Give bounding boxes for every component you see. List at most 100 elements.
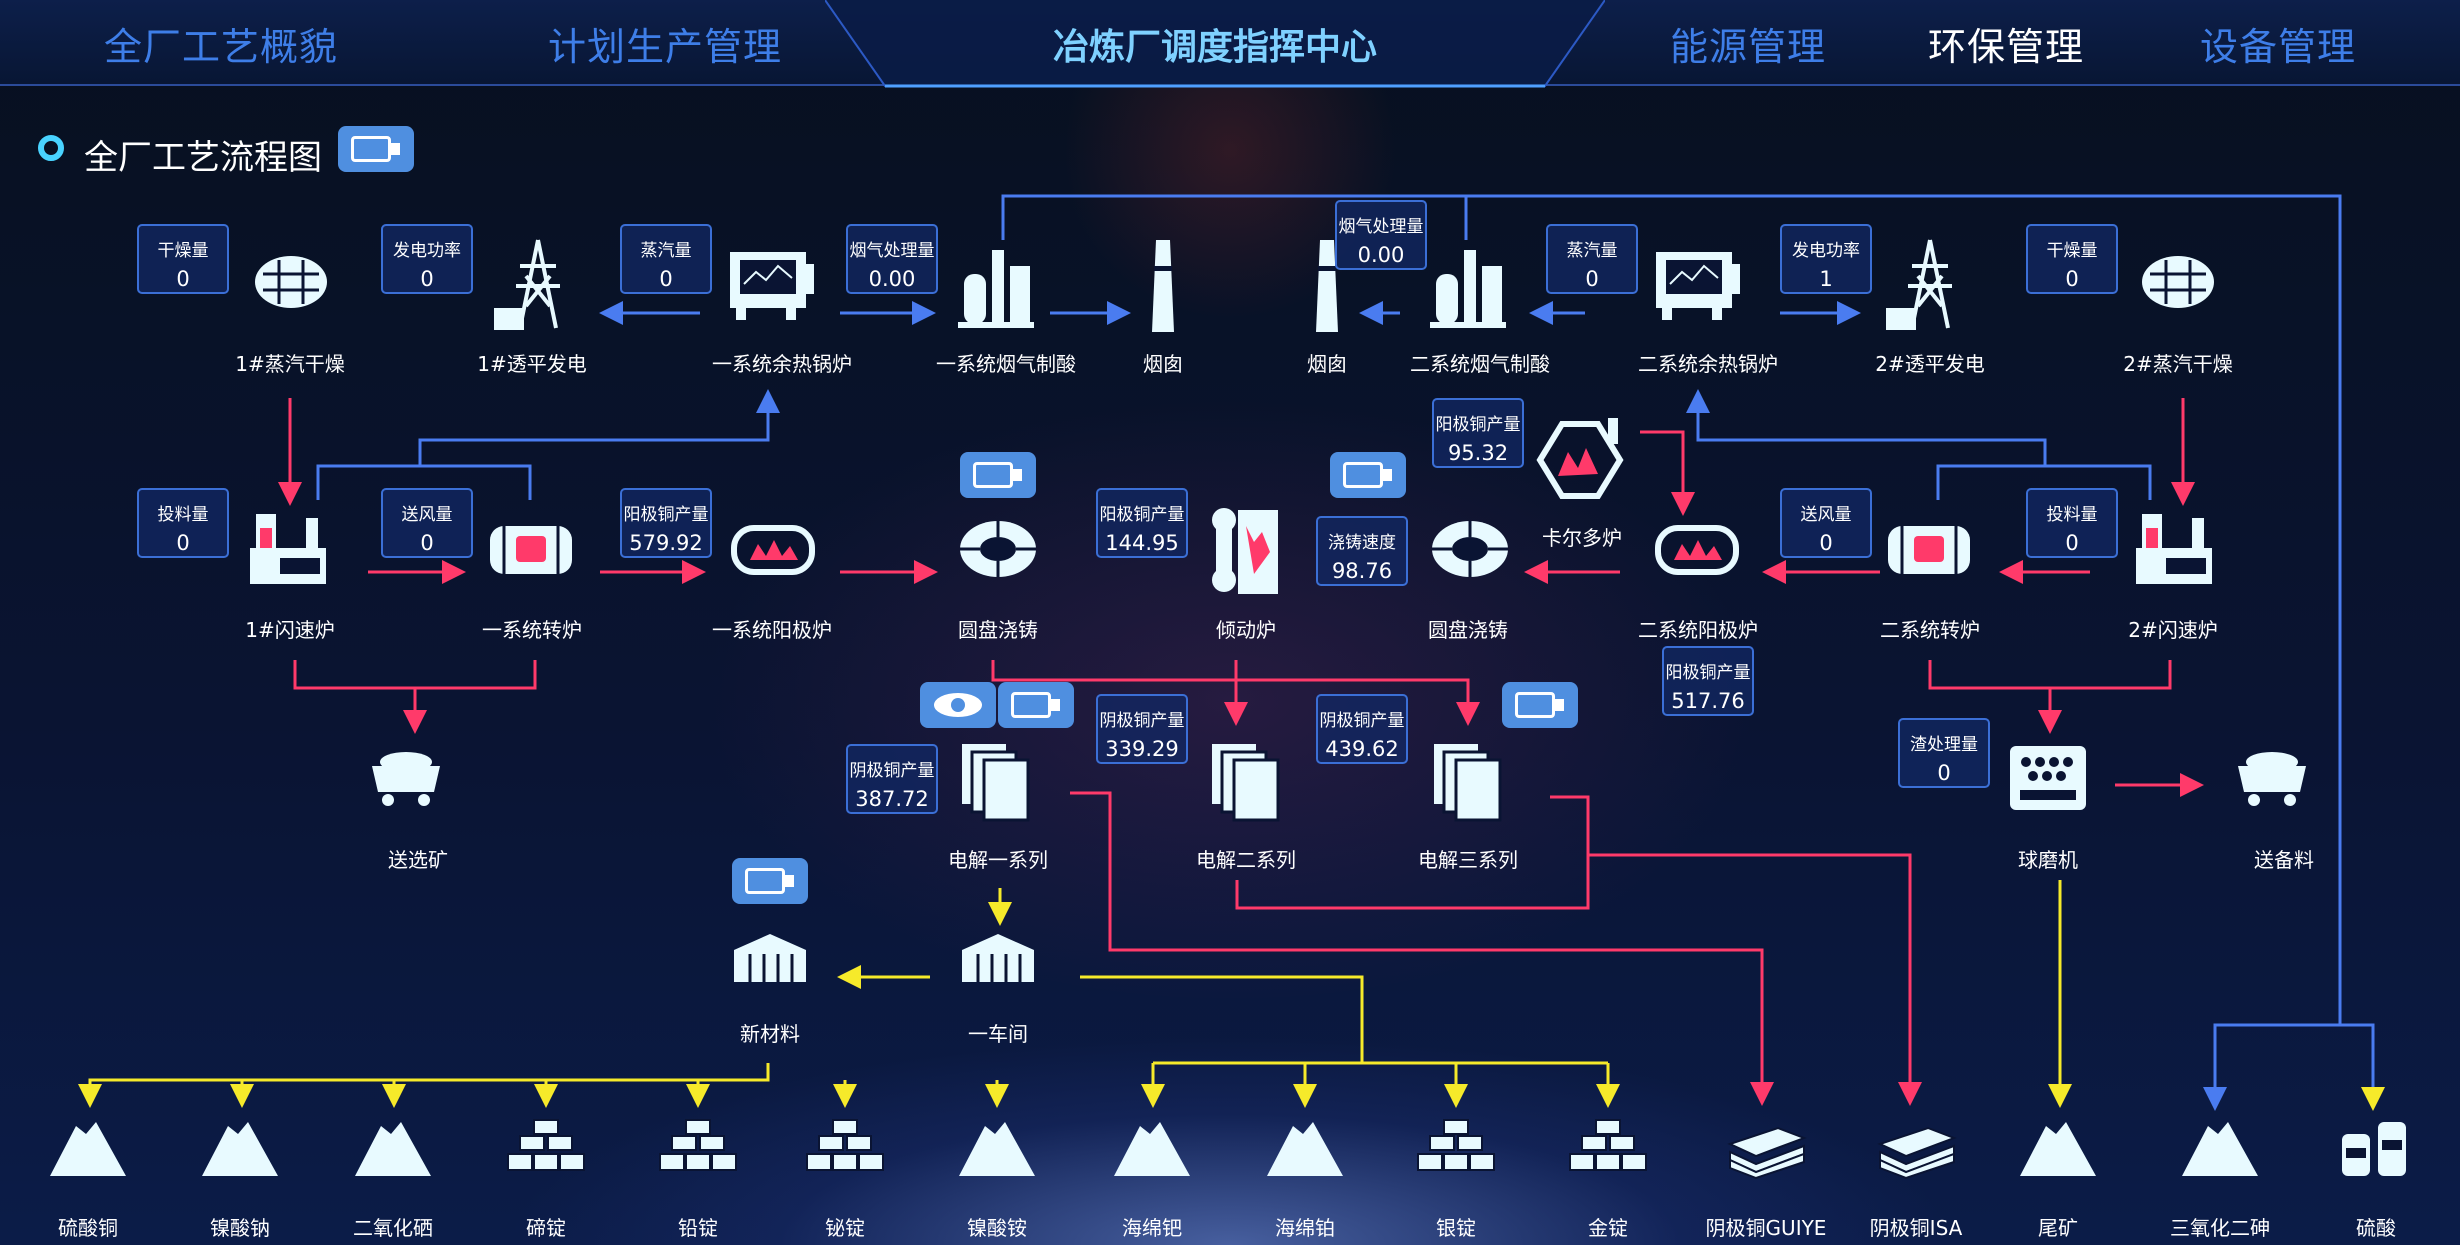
flash-furnace-icon[interactable] <box>2130 508 2218 590</box>
mound-icon[interactable] <box>2178 1114 2262 1180</box>
camera-icon[interactable] <box>960 452 1036 498</box>
mound-icon[interactable] <box>46 1114 130 1180</box>
waste-heat-boiler-icon[interactable] <box>1652 244 1742 324</box>
node-label-power1: 1#透平发电 <box>477 352 587 376</box>
product-label: 二氧化硒 <box>353 1216 433 1240</box>
product-label: 硫酸 <box>2356 1216 2396 1240</box>
mound-icon[interactable] <box>955 1114 1039 1180</box>
nav-item-energy[interactable]: 能源管理 <box>1670 25 1827 69</box>
product-label: 银锭 <box>1436 1216 1476 1240</box>
node-label-disc1: 圆盘浇铸 <box>958 618 1038 642</box>
ingot-stack-icon[interactable] <box>1566 1114 1650 1180</box>
acid-plant-icon[interactable] <box>956 240 1036 330</box>
electrolysis-icon[interactable] <box>1208 740 1288 824</box>
camera-icon[interactable] <box>732 858 808 904</box>
product-label: 海绵钯 <box>1122 1216 1182 1240</box>
product-label: 镍酸铵 <box>967 1216 1027 1240</box>
eye-icon[interactable] <box>920 682 996 728</box>
mound-icon[interactable] <box>1110 1114 1194 1180</box>
anode-furnace-icon[interactable] <box>1652 520 1742 580</box>
red-flow-lines <box>278 398 2204 1106</box>
node-label-dryer1: 1#蒸汽干燥 <box>235 352 345 376</box>
steam-dryer-icon[interactable] <box>243 248 339 320</box>
camera-icon[interactable] <box>1330 452 1406 498</box>
nav-title: 冶炼厂调度指挥中心 <box>1052 27 1377 68</box>
node-label-elec3: 电解三系列 <box>1418 848 1518 872</box>
camera-icon[interactable] <box>338 126 414 172</box>
electrolysis-icon[interactable] <box>958 740 1038 824</box>
mound-icon[interactable] <box>198 1114 282 1180</box>
yellow-flow-lines <box>78 880 2072 1108</box>
nav-item-equipment[interactable]: 设备管理 <box>2200 25 2357 69</box>
acid-plant-icon[interactable] <box>1428 240 1508 330</box>
flash-furnace-icon[interactable] <box>244 508 332 590</box>
node-label-flash1: 1#闪速炉 <box>245 618 335 642</box>
tilting-furnace-icon[interactable] <box>1208 502 1284 598</box>
ore-cart-icon[interactable] <box>2234 748 2310 808</box>
node-label-kaldo: 卡尔多炉 <box>1542 526 1622 550</box>
mound-icon[interactable] <box>1263 1114 1347 1180</box>
disc-casting-icon[interactable] <box>956 516 1040 582</box>
product-label: 硫酸铜 <box>58 1216 118 1240</box>
camera-icon[interactable] <box>998 682 1074 728</box>
chimney-icon[interactable] <box>1148 236 1178 336</box>
disc-casting-icon[interactable] <box>1428 516 1512 582</box>
acid-tank-icon[interactable] <box>2334 1114 2418 1180</box>
ball-mill-icon[interactable] <box>2006 742 2090 818</box>
camera-icon[interactable] <box>1502 682 1578 728</box>
node-label-flash2: 2#闪速炉 <box>2128 618 2218 642</box>
chimney-icon[interactable] <box>1312 236 1342 336</box>
nav-item-overview[interactable]: 全厂工艺概貌 <box>104 25 339 69</box>
node-label-converter2: 二系统转炉 <box>1880 618 1980 642</box>
node-label-ball-mill: 球磨机 <box>2018 848 2078 872</box>
steam-dryer-icon[interactable] <box>2130 248 2226 320</box>
ingot-stack-icon[interactable] <box>1414 1114 1498 1180</box>
power-tower-icon[interactable] <box>1882 236 1978 332</box>
cathode-sheet-icon[interactable] <box>1874 1114 1958 1180</box>
product-label: 碲锭 <box>526 1216 566 1240</box>
nav-item-planning[interactable]: 计划生产管理 <box>548 25 783 69</box>
mound-icon[interactable] <box>351 1114 435 1180</box>
node-label-boiler1: 一系统余热锅炉 <box>712 352 852 376</box>
power-tower-icon[interactable] <box>490 236 586 332</box>
converter-icon[interactable] <box>1884 518 1974 582</box>
nav-item-environment[interactable]: 环保管理 <box>1928 25 2085 69</box>
factory-icon[interactable] <box>958 930 1038 986</box>
node-label-workshop1: 一车间 <box>968 1022 1028 1046</box>
node-label-anode1: 一系统阳极炉 <box>712 618 832 642</box>
ore-cart-icon[interactable] <box>368 748 444 808</box>
product-label: 铋锭 <box>825 1216 865 1240</box>
electrolysis-icon[interactable] <box>1430 740 1510 824</box>
node-label-chimney1: 烟囱 <box>1143 352 1183 376</box>
node-label-converter1: 一系统转炉 <box>482 618 582 642</box>
nav-title-frame <box>825 0 1605 88</box>
mound-icon[interactable] <box>2016 1114 2100 1180</box>
converter-icon[interactable] <box>486 518 576 582</box>
ingot-stack-icon[interactable] <box>656 1114 740 1180</box>
cathode-sheet-icon[interactable] <box>1724 1114 1808 1180</box>
waste-heat-boiler-icon[interactable] <box>726 244 816 324</box>
ingot-stack-icon[interactable] <box>504 1114 588 1180</box>
node-label-to-prep: 送备料 <box>2254 848 2314 872</box>
anode-furnace-icon[interactable] <box>728 520 818 580</box>
product-label: 铅锭 <box>678 1216 718 1240</box>
factory-icon[interactable] <box>730 930 810 986</box>
node-label-elec2: 电解二系列 <box>1196 848 1296 872</box>
ingot-stack-icon[interactable] <box>803 1114 887 1180</box>
kaldo-furnace-icon[interactable] <box>1536 418 1626 502</box>
